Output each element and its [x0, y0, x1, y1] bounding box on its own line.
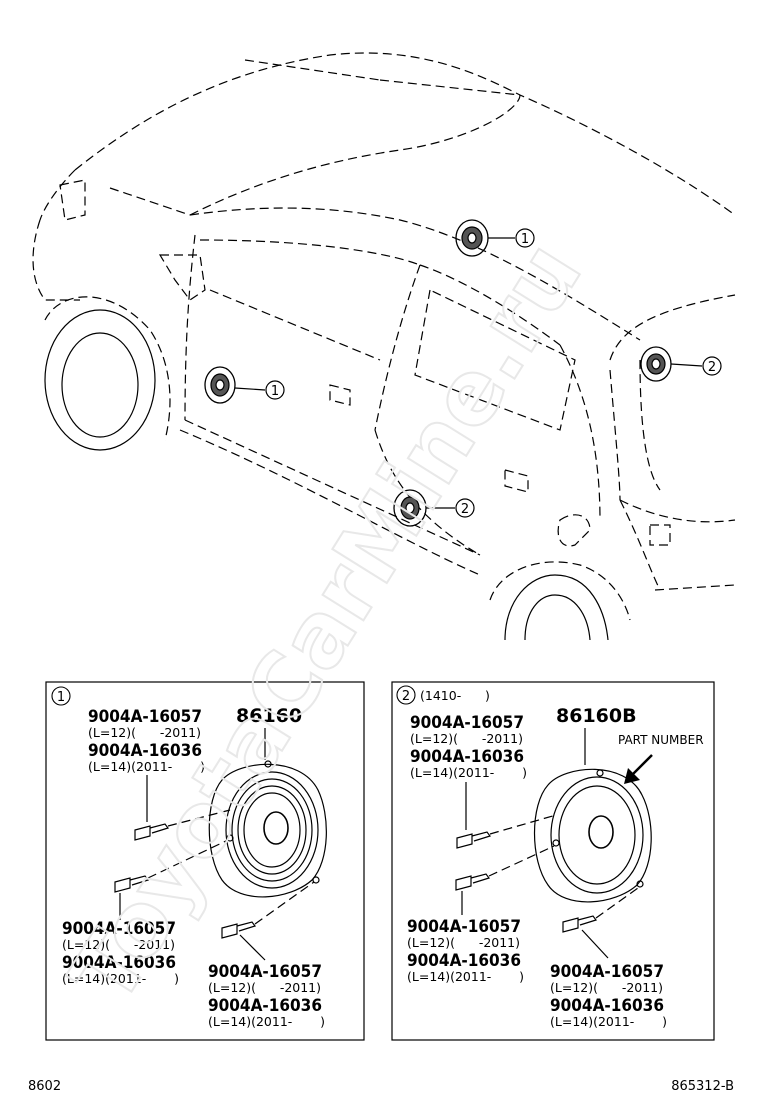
panel-1-number: 1 [57, 690, 65, 705]
panel-2-header: (1410- ) [420, 688, 490, 703]
panel-2-main-part: 86160B [556, 705, 637, 727]
panel-2-top-pn1: 9004A-16057 [410, 713, 524, 733]
panel-1-top-sub1: (L=12)( -2011) [88, 725, 201, 740]
panel-2: 2 (1410- ) 9004A-16057 (L=12)( -2011) 90… [391, 681, 715, 1041]
callout-1-upper: 1 [521, 232, 529, 247]
panel-2-top-sub2: (L=14)(2011- ) [410, 765, 527, 780]
panel-2-left-sub1: (L=12)( -2011) [407, 935, 520, 950]
callout-2-rear-door: 2 [461, 502, 469, 517]
panel-2-number: 2 [402, 689, 410, 704]
arrow-icon [624, 754, 653, 784]
panel-1-left-pn2: 9004A-16036 [62, 953, 176, 973]
screw-2-bottom-right [562, 887, 639, 959]
panel-1-right-sub1: (L=12)( -2011) [208, 980, 321, 995]
panel-1-right-pn2: 9004A-16036 [208, 996, 322, 1016]
panel-1-top-pn2: 9004A-16036 [88, 741, 202, 761]
panel-2-left-sub2: (L=14)(2011- ) [407, 969, 524, 984]
screw-bottom-right [221, 881, 315, 961]
panel-1-right-pn1: 9004A-16057 [208, 962, 322, 982]
callout-1-front: 1 [271, 384, 279, 399]
car-illustration [32, 52, 736, 641]
panel-1-main-part: 86160 [236, 705, 302, 727]
panel-2-left-pn2: 9004A-16036 [407, 951, 521, 971]
panel-2-top-sub1: (L=12)( -2011) [410, 731, 523, 746]
panel-2-right-sub2: (L=14)(2011- ) [550, 1014, 667, 1029]
panel-1-top-sub2: (L=14)(2011- ) [88, 759, 205, 774]
screw-mid-left [114, 839, 229, 920]
speaker-location-2-rear-door [393, 489, 455, 527]
panel-2-top-pn2: 9004A-16036 [410, 747, 524, 767]
panel-1: 1 9004A-16057 (L=12)( -2011) 9004A-16036… [45, 681, 365, 1041]
speaker-86160 [208, 728, 327, 898]
screw-2-mid-left [455, 845, 555, 915]
callout-2-hatch: 2 [708, 360, 716, 375]
panel-1-left-sub2: (L=14)(2011- ) [62, 971, 179, 986]
panel-1-left-pn1: 9004A-16057 [62, 919, 176, 939]
panel-2-left-pn1: 9004A-16057 [407, 917, 521, 937]
speaker-location-2-hatch [640, 346, 703, 382]
panel-2-right-pn2: 9004A-16036 [550, 996, 664, 1016]
panel-1-top-pn1: 9004A-16057 [88, 707, 202, 727]
footer-left-code: 8602 [28, 1079, 61, 1094]
screw-top-left [134, 775, 231, 841]
panel-1-left-sub1: (L=12)( -2011) [62, 937, 175, 952]
panel-2-right-pn1: 9004A-16057 [550, 962, 664, 982]
speaker-86160B [534, 728, 652, 903]
speaker-location-1-front-door [204, 366, 266, 404]
screw-2-top-left [456, 782, 557, 849]
watermark: ToyotaCarMine.ru [50, 225, 601, 1022]
panel-2-part-number-label: PART NUMBER [618, 733, 704, 747]
footer-right-code: 865312-B [671, 1079, 734, 1094]
panel-1-right-sub2: (L=14)(2011- ) [208, 1014, 325, 1029]
panel-2-right-sub1: (L=12)( -2011) [550, 980, 663, 995]
speaker-location-1-upper [455, 219, 515, 257]
